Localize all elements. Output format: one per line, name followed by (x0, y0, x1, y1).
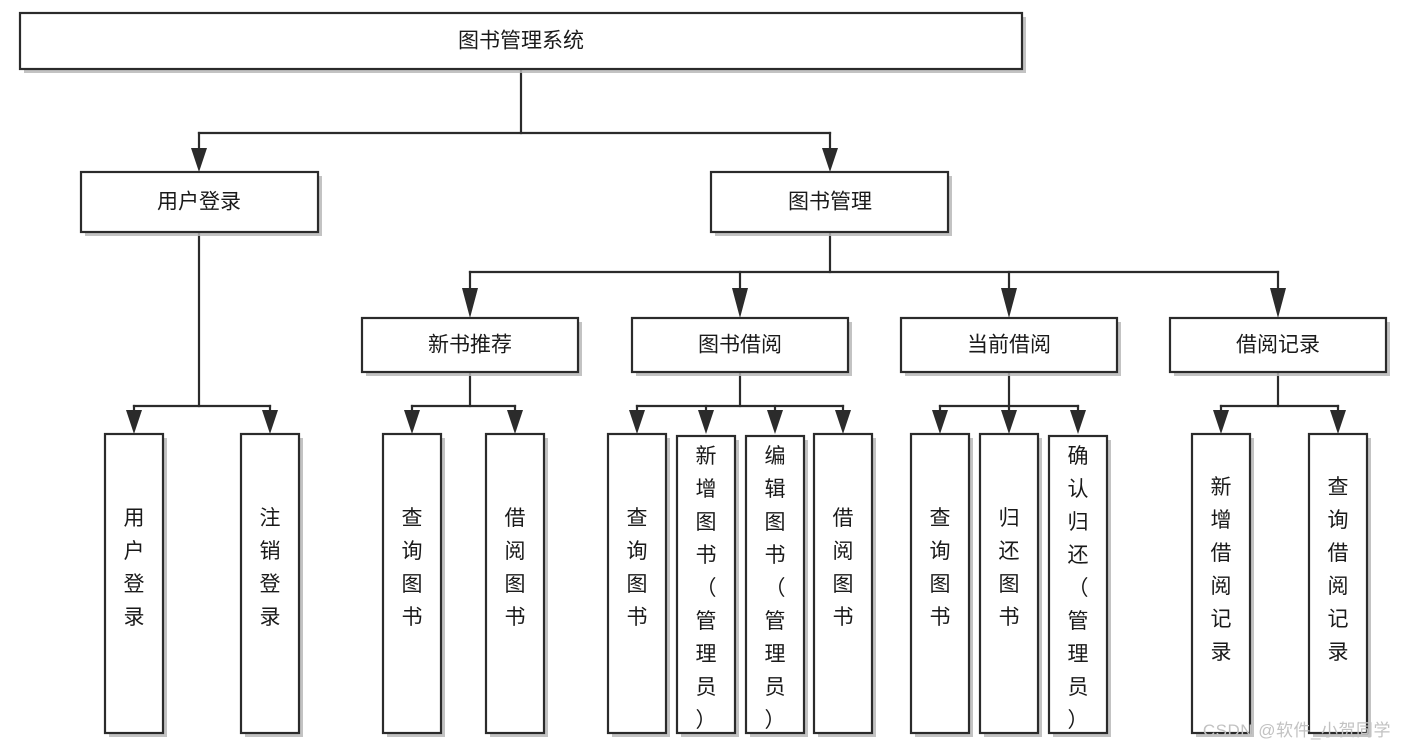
leaf-bra-box (1190, 432, 1252, 735)
connectors-root-to-level2 (191, 69, 838, 172)
leaf-cbr-label: 归还图书 (999, 507, 1020, 629)
node-borrow-record[interactable]: 借阅记录 (1168, 316, 1390, 376)
node-book-manage-label: 图书管理 (788, 191, 872, 214)
arrow-head-book-manage (822, 148, 838, 172)
node-book-manage-box (709, 170, 950, 234)
leaf-borrow-record-add[interactable]: 新增借阅记录 (1190, 432, 1254, 737)
leaf-uu-box (103, 432, 165, 735)
node-borrow-record-box (1168, 316, 1388, 374)
arrow-head-cb-query (932, 410, 948, 434)
leaf-bbq-label: 查询图书 (627, 507, 648, 629)
leaf-bra-label: 新增借阅记录 (1211, 476, 1232, 664)
leaf-cbc-box (1047, 434, 1109, 735)
leaf-bbe-label: 编辑图书（管理员） (765, 445, 786, 732)
connectors-user-login-to-leaves (126, 230, 278, 434)
connectors-new-book-to-leaves (404, 370, 523, 434)
leaf-nbb-label: 借阅图书 (505, 507, 526, 629)
leaf-book-borrow-borrow[interactable]: 借阅图书 (812, 432, 876, 737)
leaf-new-book-borrow[interactable]: 借阅图书 (484, 432, 548, 737)
leaf-book-borrow-query[interactable]: 查询图书 (606, 432, 670, 737)
leaf-bbb-box (812, 432, 874, 735)
arrow-head-br-add (1213, 410, 1229, 434)
leaf-ul-label: 注销登录 (260, 507, 281, 629)
node-user-login[interactable]: 用户登录 (79, 170, 322, 236)
leaf-new-book-query[interactable]: 查询图书 (381, 432, 445, 737)
node-new-book-box (360, 316, 580, 374)
leaf-nbb-box (484, 432, 546, 735)
leaf-nbq-box (381, 432, 443, 735)
node-root-label: 图书管理系统 (458, 30, 584, 53)
leaf-book-borrow-edit[interactable]: 编辑图书（管理员） (744, 434, 808, 737)
leaf-bba-label: 新增图书（管理员） (696, 445, 717, 732)
leaf-user-login-logout[interactable]: 注销登录 (239, 432, 303, 737)
arrow-head-new-book (462, 288, 478, 318)
leaf-user-login-login[interactable]: 用户登录 (103, 432, 167, 737)
node-user-login-box (79, 170, 320, 234)
node-new-book-recommend[interactable]: 新书推荐 (360, 316, 582, 376)
arrow-head-book-borrow (732, 288, 748, 318)
leaf-current-borrow-query[interactable]: 查询图书 (909, 432, 973, 737)
leaf-bbb-label: 借阅图书 (833, 507, 854, 629)
leaf-book-borrow-add[interactable]: 新增图书（管理员） (675, 434, 739, 737)
node-root-system[interactable]: 图书管理系统 (18, 11, 1026, 73)
leaf-cbc-label: 确认归还（管理员） (1068, 445, 1089, 732)
arrow-head-br-query (1330, 410, 1346, 434)
csdn-watermark: CSDN @软件_小贺同学 (1202, 721, 1391, 740)
arrow-head-bb-borrow (835, 410, 851, 434)
leaf-bbe-box (744, 434, 806, 735)
leaf-borrow-record-query[interactable]: 查询借阅记录 (1307, 432, 1371, 737)
connectors-current-borrow-to-leaves (932, 370, 1086, 434)
leaf-bba-box (675, 434, 737, 735)
leaf-cbr-box (978, 432, 1040, 735)
arrow-head-leaf-user-login (126, 410, 142, 434)
node-book-borrow[interactable]: 图书借阅 (630, 316, 852, 376)
node-root-box (18, 11, 1024, 71)
leaf-ul-box (239, 432, 301, 735)
leaf-uu-label: 用户登录 (124, 507, 145, 629)
node-current-borrow-box (899, 316, 1119, 374)
leaf-cbq-label: 查询图书 (930, 507, 951, 629)
node-borrow-record-label: 借阅记录 (1236, 334, 1320, 357)
arrow-head-nb-query (404, 410, 420, 434)
arrow-head-nb-borrow (507, 410, 523, 434)
arrow-head-leaf-logout (262, 410, 278, 434)
leaf-current-borrow-return[interactable]: 归还图书 (978, 432, 1042, 737)
connectors-book-manage-to-level3 (462, 230, 1286, 318)
node-current-borrow-label: 当前借阅 (967, 334, 1051, 357)
arrow-head-cb-return (1001, 410, 1017, 434)
leaf-brq-box (1307, 432, 1369, 735)
node-book-manage[interactable]: 图书管理 (709, 170, 952, 236)
arrow-head-bb-query (629, 410, 645, 434)
connectors-borrow-record-to-leaves (1213, 370, 1346, 434)
arrow-head-user-login (191, 148, 207, 172)
arrow-head-bb-add (698, 410, 714, 434)
leaf-bbq-box (606, 432, 668, 735)
arrow-head-current-borrow (1001, 288, 1017, 318)
node-new-book-label: 新书推荐 (428, 334, 512, 357)
leaf-cbq-box (909, 432, 971, 735)
arrow-head-cb-confirm (1070, 410, 1086, 434)
leaf-nbq-label: 查询图书 (402, 507, 423, 629)
node-book-borrow-label: 图书借阅 (698, 334, 782, 357)
connectors-book-borrow-to-leaves (629, 370, 851, 434)
arrow-head-borrow-record (1270, 288, 1286, 318)
node-book-borrow-box (630, 316, 850, 374)
arrow-head-bb-edit (767, 410, 783, 434)
node-user-login-label: 用户登录 (157, 191, 241, 214)
leaf-current-borrow-confirm[interactable]: 确认归还（管理员） (1047, 434, 1111, 737)
node-current-borrow[interactable]: 当前借阅 (899, 316, 1121, 376)
leaf-brq-label: 查询借阅记录 (1328, 476, 1349, 664)
